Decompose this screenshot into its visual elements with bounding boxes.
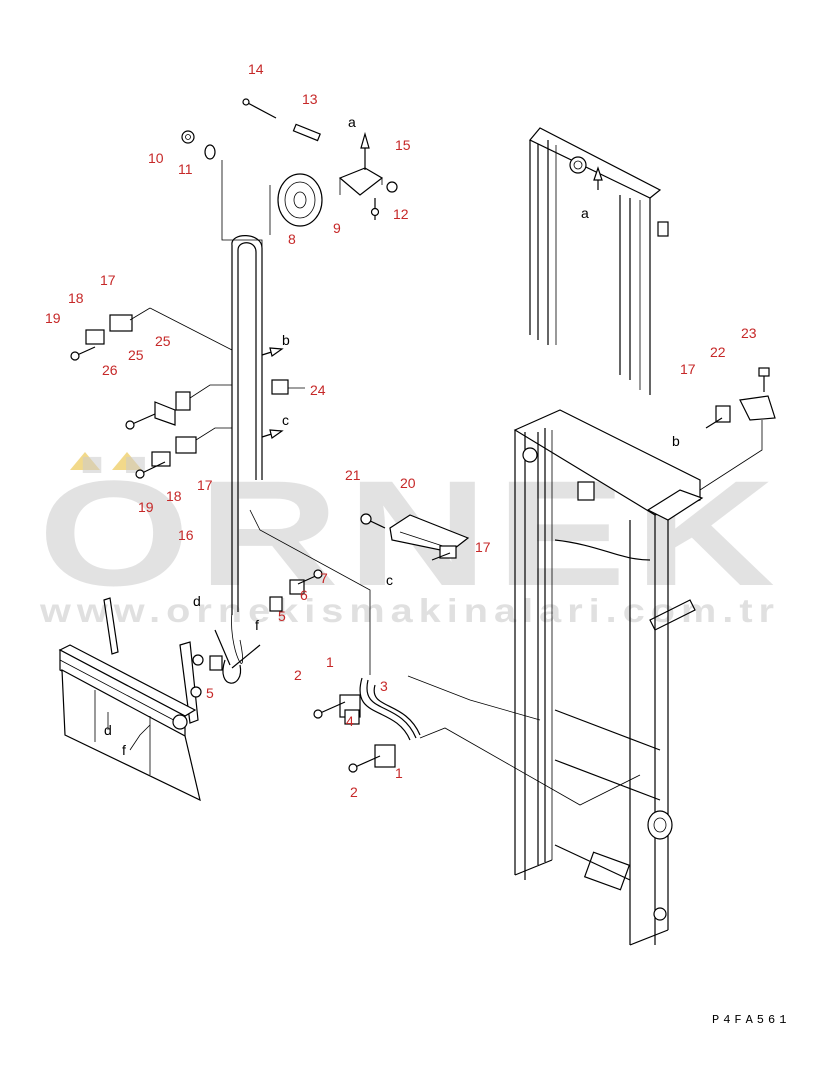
callout-18b: 18: [166, 488, 182, 504]
callout-4: 4: [346, 713, 354, 729]
nut-10: [181, 130, 195, 144]
letter-f-top: f: [255, 617, 259, 633]
callout-12: 12: [393, 206, 409, 222]
callout-18a: 18: [68, 290, 84, 306]
callout-25a: 25: [155, 333, 171, 349]
callout-23: 23: [741, 325, 757, 341]
clamp-25a: [175, 391, 191, 411]
diagram-code: P4FA561: [712, 1013, 790, 1027]
letter-d-bottom: d: [104, 722, 112, 738]
clamp-5a: [209, 655, 223, 671]
bracket-22: [739, 395, 776, 421]
callouts: 14 13 15 10 11 12 9 8 17 18 19 25 25 26 …: [45, 61, 757, 800]
callout-16: 16: [178, 527, 194, 543]
callout-14: 14: [248, 61, 264, 77]
letter-a-mast: a: [581, 205, 589, 221]
letter-d-top: d: [193, 593, 201, 609]
callout-3: 3: [380, 678, 388, 694]
carriage: [58, 569, 323, 802]
letter-b-right: b: [672, 433, 680, 449]
letter-b-left: b: [282, 332, 290, 348]
callout-6: 6: [300, 587, 308, 603]
nut-15: [386, 181, 398, 193]
callout-11: 11: [178, 161, 193, 177]
sheave-8: [277, 173, 323, 227]
washer-11: [204, 144, 216, 160]
watermark-url: www.ornekismakinalari.com.tr: [39, 592, 780, 629]
callout-7: 7: [320, 570, 328, 586]
letter-c-left: c: [282, 412, 289, 428]
clamp-25b: [271, 379, 289, 395]
bolt-2b: [352, 755, 381, 769]
hose-16: [231, 235, 263, 615]
callout-10: 10: [148, 150, 164, 166]
callout-26: 26: [102, 362, 118, 378]
callout-9: 9: [333, 220, 341, 236]
bolt-2a: [317, 701, 346, 715]
reference-letters: a a b b c c d d f f: [104, 114, 680, 758]
letter-a-top: a: [348, 114, 356, 130]
bracket-9: [338, 167, 384, 196]
callout-2b: 2: [350, 784, 358, 800]
callout-17d: 17: [680, 361, 696, 377]
callout-25b: 24: [310, 382, 326, 398]
callout-1b: 1: [395, 765, 403, 781]
letter-c-center: c: [386, 572, 393, 588]
outer-mast: [513, 409, 704, 946]
callout-5b: 5: [278, 608, 286, 624]
inner-mast: [529, 127, 669, 395]
letter-f-bottom: f: [122, 742, 126, 758]
callout-19b: 19: [138, 499, 154, 515]
plate-17b: [175, 436, 197, 454]
clamp-5b: [269, 596, 283, 612]
callout-15: 15: [395, 137, 411, 153]
center-parts: [249, 509, 641, 806]
callout-5a: 5: [206, 685, 214, 701]
pin-14: [245, 101, 277, 119]
callout-22: 22: [710, 344, 726, 360]
left-brackets: [70, 307, 305, 479]
bolt-19b: [139, 461, 166, 475]
callout-17a: 17: [100, 272, 116, 288]
callout-8: 8: [288, 231, 296, 247]
clamp-1b: [374, 744, 396, 768]
callout-19a: 19: [45, 310, 61, 326]
callout-2a: 2: [294, 667, 302, 683]
bracket-20: [389, 514, 470, 553]
pulley-assembly: [181, 98, 398, 664]
callout-21: 21: [345, 467, 361, 483]
plate-17a: [109, 314, 133, 332]
callout-13: 13: [302, 91, 318, 107]
bracket-24: [154, 401, 176, 426]
callout-17b: 17: [197, 477, 213, 493]
hose-3: [359, 677, 421, 741]
watermark-accent-left: [70, 452, 100, 470]
callout-17c: 17: [475, 539, 491, 555]
callout-20: 20: [400, 475, 416, 491]
plate-18b: [151, 451, 171, 467]
plate-4: [344, 709, 360, 725]
plate-18a: [85, 329, 105, 345]
callout-1a: 1: [326, 654, 334, 670]
watermark-accent-right: [112, 452, 142, 470]
clamp-17d: [715, 405, 731, 423]
right-parts: [699, 367, 776, 491]
shaft-13: [292, 123, 321, 142]
callout-24: 25: [128, 347, 144, 363]
